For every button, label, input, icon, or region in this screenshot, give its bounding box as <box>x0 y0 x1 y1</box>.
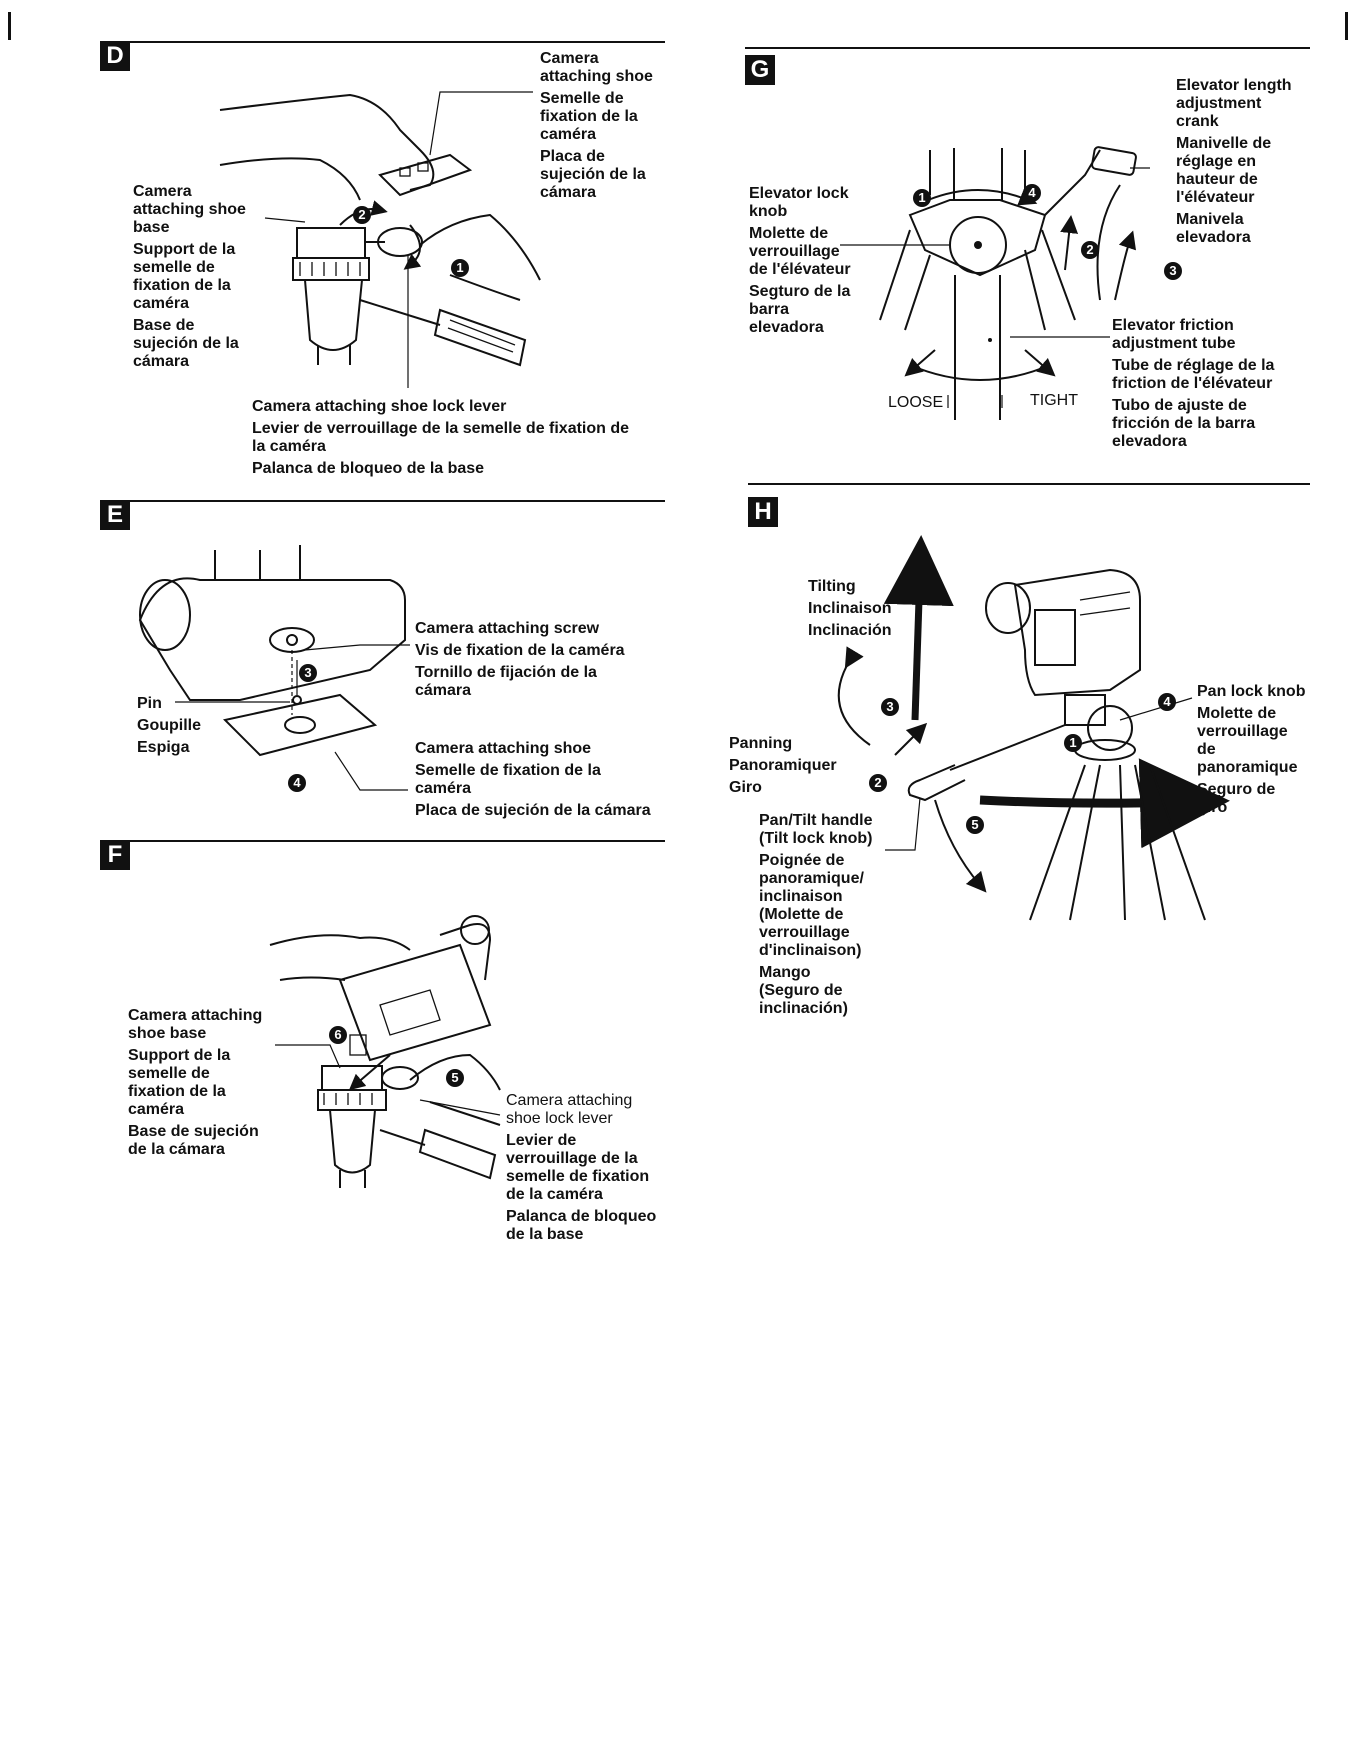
svg-text:3: 3 <box>886 699 893 714</box>
tripod-hub-shape <box>908 199 1047 277</box>
section-e-rule <box>100 500 665 502</box>
section-h: H Tilting Inclinaison Inclinación Pannin… <box>680 480 1361 1060</box>
registration-mark-left <box>8 12 11 40</box>
svg-text:3: 3 <box>304 665 311 680</box>
section-h-rule <box>748 483 1310 485</box>
screwdriver-f-shape <box>379 1128 497 1180</box>
diagram-h-illustration: 3 2 5 4 1 <box>837 535 1230 921</box>
label-elevator-crank: Elevator length adjustment crank Manivel… <box>1176 77 1292 246</box>
camcorder-h-shape <box>985 568 1141 697</box>
section-g-badge: G <box>745 55 775 85</box>
shoe-plate-e-shape <box>222 693 378 757</box>
label-shoe-lock-lever-f: Camera attaching shoe lock lever Levier … <box>506 1092 657 1243</box>
camera-underside-shape <box>138 545 406 701</box>
label-pan-tilt-handle: Pan/Tilt handle (Tilt lock knob) Poignée… <box>759 812 873 1017</box>
label-camera-attaching-shoe-base: Camera attaching shoe base Support de la… <box>133 183 246 370</box>
section-d-rule <box>100 41 665 43</box>
step-4-marker-h: 4 <box>1158 693 1176 711</box>
step-5-marker-f: 5 <box>446 1069 464 1087</box>
label-camera-attaching-shoe: Camera attaching shoe Semelle de fixatio… <box>540 50 653 201</box>
svg-text:5: 5 <box>451 1070 458 1085</box>
label-elevator-friction-tube: Elevator friction adjustment tube Tube d… <box>1112 317 1275 450</box>
registration-mark-right <box>1345 12 1348 40</box>
section-g: G Elevator length adjustment crank Maniv… <box>680 0 1361 480</box>
diagram-g-illustration: 1 4 2 3 <box>840 146 1182 420</box>
label-tight: TIGHT <box>1030 392 1078 409</box>
step-2-marker-h: 2 <box>869 774 887 792</box>
svg-text:3: 3 <box>1169 263 1176 278</box>
section-f: F Camera attaching shoe base Support de … <box>0 830 680 1280</box>
shoe-plate-shape <box>378 153 473 197</box>
label-shoe-lock-lever: Camera attaching shoe lock lever Levier … <box>252 398 630 477</box>
svg-text:4: 4 <box>1028 185 1036 200</box>
step-5-marker-h: 5 <box>966 816 984 834</box>
svg-text:2: 2 <box>874 775 881 790</box>
svg-text:4: 4 <box>1163 694 1171 709</box>
step-1-marker-h: 1 <box>1064 734 1082 752</box>
diagram-d-illustration: 2 1 <box>219 91 541 388</box>
step-1-marker-d: 1 <box>451 259 469 277</box>
screwdriver-shape <box>359 299 527 367</box>
section-d-badge: D <box>100 41 130 71</box>
shoe-base-f-shape <box>317 1065 387 1188</box>
label-elevator-lock-knob: Elevator lock knob Molette de verrouilla… <box>749 185 851 336</box>
svg-text:1: 1 <box>456 260 463 275</box>
label-camera-attaching-screw: Camera attaching screw Vis de fixation d… <box>415 620 625 699</box>
step-1-marker-g: 1 <box>913 189 931 207</box>
svg-text:2: 2 <box>358 207 365 222</box>
pan-arrow <box>979 758 1230 849</box>
svg-text:6: 6 <box>334 1027 341 1042</box>
tilt-arrow <box>883 535 954 721</box>
section-f-badge: F <box>100 840 130 870</box>
step-4-marker-e: 4 <box>288 774 306 792</box>
crank-shape <box>1044 146 1137 216</box>
lock-lever-f-disc <box>381 1066 419 1090</box>
diagram-f-illustration: 6 5 <box>269 915 501 1188</box>
step-3-marker-h: 3 <box>881 698 899 716</box>
section-d: D Camera attaching shoe Semelle de fixat… <box>0 0 680 490</box>
camcorder-f-shape <box>338 915 492 1062</box>
svg-text:4: 4 <box>293 775 301 790</box>
label-loose: LOOSE <box>888 394 944 411</box>
section-g-rule <box>745 47 1310 49</box>
shoe-base-shape <box>292 227 370 365</box>
step-3-marker-e: 3 <box>299 664 317 682</box>
step-3-marker-g: 3 <box>1164 262 1182 280</box>
label-camera-attaching-shoe-e: Camera attaching shoe Semelle de fixatio… <box>415 740 651 819</box>
svg-text:1: 1 <box>1069 735 1076 750</box>
label-camera-attaching-shoe-base-f: Camera attaching shoe base Support de la… <box>128 1007 263 1158</box>
label-panning: Panning Panoramiquer Giro <box>729 735 837 796</box>
step-6-marker-f: 6 <box>329 1026 347 1044</box>
svg-text:5: 5 <box>971 817 978 832</box>
diagram-e-illustration: 3 4 <box>138 545 410 792</box>
label-pin: Pin Goupille Espiga <box>137 695 201 756</box>
step-2-marker-d: 2 <box>353 206 371 224</box>
svg-text:1: 1 <box>918 190 925 205</box>
section-h-badge: H <box>748 497 778 527</box>
svg-text:2: 2 <box>1086 242 1093 257</box>
label-tilting: Tilting Inclinaison Inclinación <box>808 578 892 639</box>
step-2-marker-g: 2 <box>1081 241 1099 259</box>
section-e-badge: E <box>100 500 130 530</box>
step-4-marker-g: 4 <box>1023 184 1041 202</box>
section-e: E Camera attaching screw Vis de fixation… <box>0 490 680 830</box>
section-f-rule <box>100 840 665 842</box>
